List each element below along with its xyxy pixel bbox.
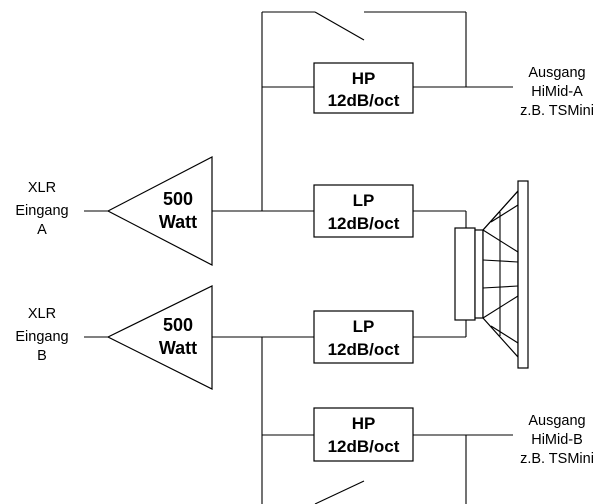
output-b-label-line3: z.B. TSMini (520, 451, 594, 467)
hp-a-filter-type: HP (352, 69, 376, 88)
output-a-label-line1: Ausgang (528, 65, 585, 81)
input-a-label-line1: XLR (28, 180, 56, 196)
input-b-label-line2: Eingang (15, 329, 68, 345)
output-a-label-line3: z.B. TSMini (520, 103, 594, 119)
bypass-a-switch (314, 11, 365, 41)
output-b-label-line1: Ausgang (528, 413, 585, 429)
lp-a-filter-type: LP (353, 191, 375, 210)
lp-a-filter-box (313, 184, 414, 238)
lp-b-filter-slope: 12dB/oct (328, 340, 400, 359)
lp-a-filter-slope: 12dB/oct (328, 214, 400, 233)
speaker-icon (454, 180, 529, 369)
hp-b-filter-type: HP (352, 414, 376, 433)
lp-b-filter-type: LP (353, 317, 375, 336)
output-a-label-line2: HiMid-A (531, 84, 583, 100)
hp-b-filter-slope: 12dB/oct (328, 437, 400, 456)
input-b-label-line3: B (37, 348, 47, 364)
hp-a-filter-slope: 12dB/oct (328, 91, 400, 110)
input-a-label-line2: Eingang (15, 203, 68, 219)
amplifier-b-unit: Watt (159, 338, 197, 358)
input-b-label-line1: XLR (28, 306, 56, 322)
amplifier-a-value: 500 (163, 189, 193, 209)
input-a-label-line3: A (37, 222, 47, 238)
output-b-label-line2: HiMid-B (531, 432, 583, 448)
amplifier-b-value: 500 (163, 315, 193, 335)
hp-a-filter-box (313, 62, 414, 114)
lp-b-filter-box (313, 310, 414, 364)
amplifier-a-unit: Watt (159, 212, 197, 232)
amplifier-a-triangle (106, 156, 213, 266)
bypass-b-switch (314, 480, 365, 504)
